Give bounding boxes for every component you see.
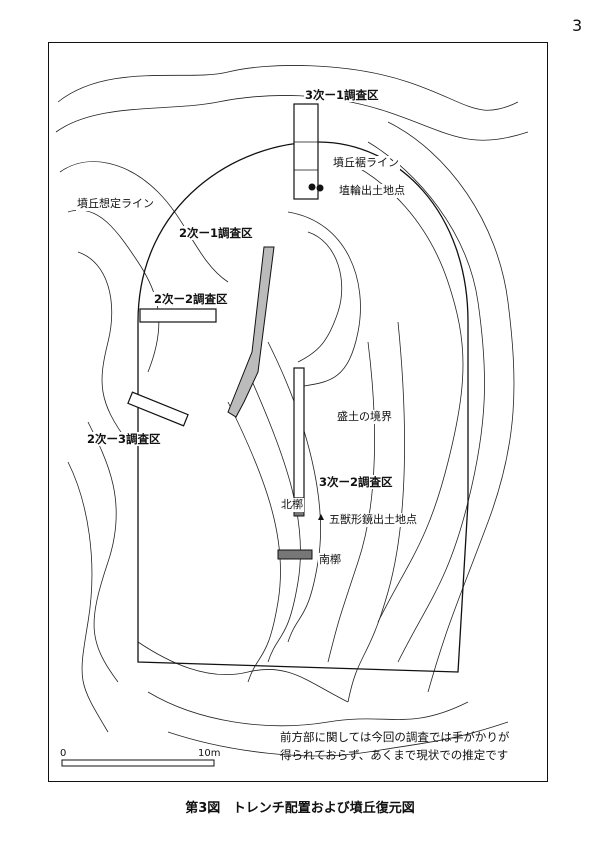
figure-caption: 第3図 トレンチ配置および墳丘復元図 <box>0 797 600 816</box>
figure-title: トレンチ配置および墳丘復元図 <box>232 801 415 816</box>
label-haniwa-spot: 埴輪出土地点 <box>338 184 406 198</box>
figure-number: 第3図 <box>185 801 221 816</box>
label-mound-skirt-line: 墳丘裾ライン <box>332 156 400 170</box>
scale-start-label: 0 <box>60 748 67 759</box>
label-north-coffin: 北槨 <box>280 498 304 512</box>
label-mirror-spot: 五獣形鏡出土地点 <box>328 513 418 527</box>
note-line-2: 得られておらず、あくまで現状での推定です <box>280 748 509 762</box>
label-fill-boundary: 盛土の境界 <box>336 410 393 424</box>
label-trench-3-1: 3次ー1調査区 <box>304 88 380 102</box>
label-trench-3-2: 3次ー2調査区 <box>318 475 394 489</box>
label-trench-2-1: 2次ー1調査区 <box>178 226 254 240</box>
scale-end-label: 10m <box>198 748 221 759</box>
label-assumed-mound-line: 墳丘想定ライン <box>76 197 155 211</box>
site-map <box>55 65 529 767</box>
label-trench-2-2: 2次ー2調査区 <box>153 292 229 306</box>
page-number: 3 <box>572 16 583 35</box>
map-frame <box>48 42 548 782</box>
estimation-note: 前方部に関しては今回の調査では手がかりが 得られておらず、あくまで現状での推定で… <box>280 728 509 764</box>
label-south-coffin: 南槨 <box>318 553 342 567</box>
label-trench-2-3: 2次ー3調査区 <box>86 432 162 446</box>
note-line-1: 前方部に関しては今回の調査では手がかりが <box>280 730 510 744</box>
